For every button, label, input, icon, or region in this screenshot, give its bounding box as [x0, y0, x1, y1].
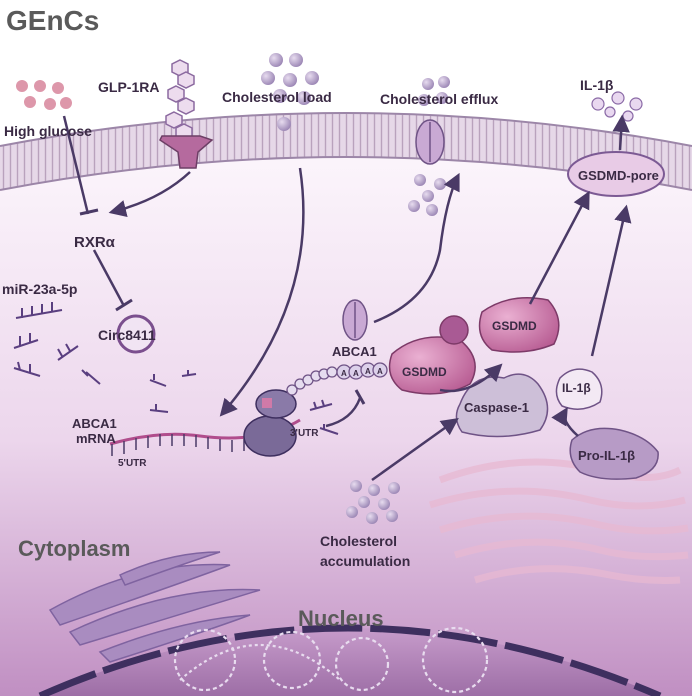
- label-circ8411: Circ8411: [98, 327, 156, 343]
- cell-membrane: [0, 113, 692, 190]
- label-mir-23a-5p: miR-23a-5p: [2, 281, 77, 297]
- label-caspase-1: Caspase-1: [464, 400, 529, 415]
- label-il1b-inner: IL-1β: [562, 381, 591, 395]
- dna-coils: [173, 626, 489, 694]
- label-cytoplasm: Cytoplasm: [18, 536, 130, 561]
- pro-il1b-shape: [569, 427, 659, 480]
- label-abca1-mrna-line2: mRNA: [76, 431, 116, 446]
- peptide-chain: [286, 366, 338, 396]
- cholesterol-accumulation-balls: [346, 480, 400, 524]
- efflux-balls-top: [418, 76, 450, 106]
- poly-a-label: A: [377, 367, 383, 376]
- figure-title: GEnCs: [6, 5, 99, 36]
- label-cholesterol-accumulation-line1: Cholesterol: [320, 533, 397, 549]
- label-glp1ra: GLP-1RA: [98, 79, 159, 95]
- label-gsdmd-pore: GSDMD-pore: [578, 168, 659, 183]
- label-5utr: 5'UTR: [118, 458, 147, 469]
- il1b-inner-shape: [555, 368, 603, 410]
- abca1-channel-membrane: [415, 119, 445, 165]
- label-nucleus: Nucleus: [298, 606, 384, 631]
- label-gsdmd-right: GSDMD: [492, 319, 537, 333]
- gsdmd-right-shape: [478, 297, 560, 353]
- poly-a-label: A: [341, 369, 347, 378]
- label-cholesterol-accumulation-line2: accumulation: [320, 553, 410, 569]
- glucose-dots: [16, 80, 72, 110]
- glp1r-receptor: [159, 135, 214, 169]
- poly-a-label: A: [365, 367, 371, 376]
- gsdmd-left-shape: [388, 315, 476, 395]
- golgi-left: [48, 551, 261, 663]
- poly-a-tail: [336, 362, 388, 380]
- nuclear-envelope: [38, 624, 662, 696]
- label-pro-il1b: Pro-IL-1β: [578, 448, 635, 463]
- mir-fragments: [13, 302, 339, 435]
- label-cholesterol-efflux: Cholesterol efflux: [380, 91, 498, 107]
- poly-a-label: A: [353, 369, 359, 378]
- gsdmd-pore: [567, 151, 665, 197]
- glp1ra-molecule: [165, 59, 195, 141]
- label-3utr: 3'UTR: [290, 428, 319, 439]
- label-gsdmd-left: GSDMD: [402, 365, 447, 379]
- circ8411-ring: [116, 314, 156, 354]
- cholesterol-load-balls: [261, 53, 319, 131]
- label-cholesterol-load: Cholesterol load: [222, 89, 332, 105]
- efflux-balls-bottom: [408, 174, 446, 216]
- label-abca1-mrna-line1: ABCA1: [72, 416, 117, 431]
- label-abca1-protein: ABCA1: [332, 344, 377, 359]
- label-rxra: RXRα: [74, 234, 116, 251]
- il1b-released: [591, 91, 643, 122]
- label-high-glucose: High glucose: [4, 123, 92, 139]
- abca1-protein: [342, 299, 368, 341]
- cytoplasm-area: [0, 127, 692, 696]
- ribosome: [243, 389, 297, 457]
- label-il1b-released: IL-1β: [580, 77, 614, 93]
